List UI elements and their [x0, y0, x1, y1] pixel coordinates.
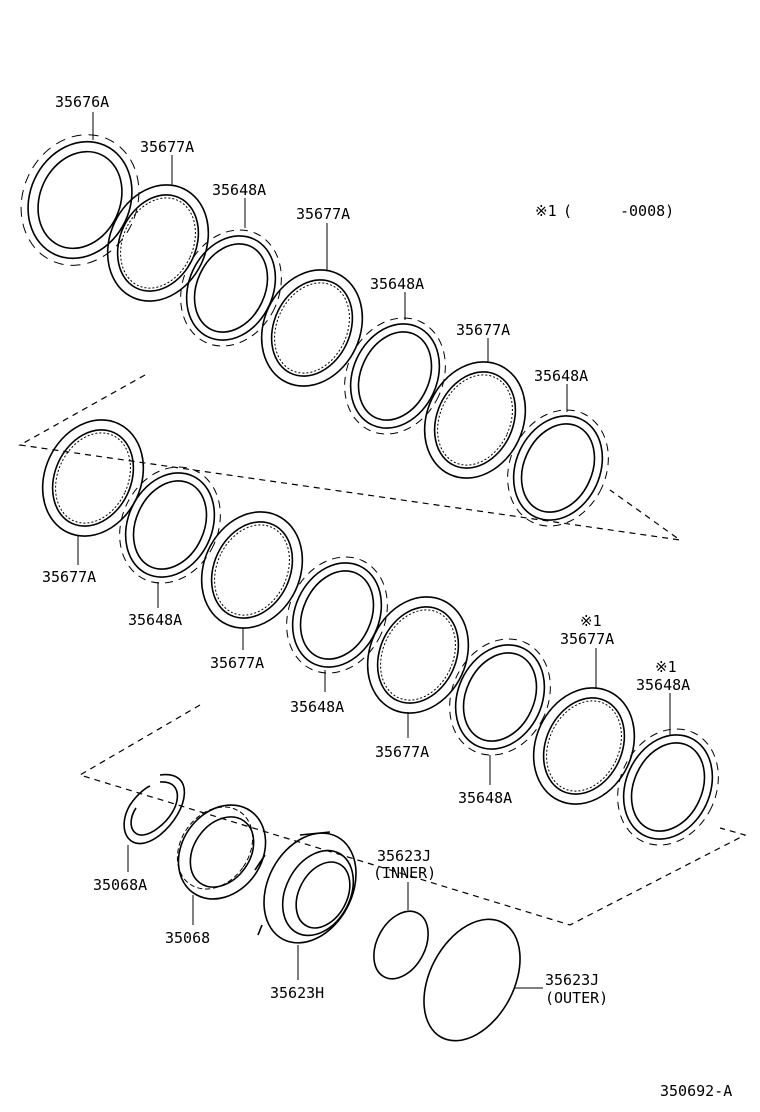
label-35068: 35068	[165, 929, 210, 947]
part-35068-bearing[interactable]	[161, 788, 284, 916]
label-35648A-6: 35648A	[458, 789, 512, 807]
part-35677A-disc-2[interactable]	[243, 253, 381, 402]
label-35623H: 35623H	[270, 984, 324, 1002]
part-35677A-disc-4[interactable]	[24, 403, 162, 552]
label-35677A-5: 35677A	[210, 654, 264, 672]
label-35648A-7: 35648A	[636, 676, 690, 694]
part-35648A-plate-6[interactable]	[431, 622, 569, 771]
part-35648A-plate-4[interactable]	[101, 450, 239, 599]
part-35623H-piston[interactable]	[246, 817, 375, 959]
label-35623J-inner: 35623J	[377, 847, 431, 865]
part-35648A-plate-2[interactable]	[326, 301, 464, 450]
part-35676A-plate[interactable]	[0, 115, 160, 285]
label-35677A-7: 35677A	[560, 630, 614, 648]
part-35068A-snap-ring[interactable]	[123, 773, 186, 845]
part-35648A-plate-7[interactable]	[599, 712, 737, 861]
label-35677A-2: 35677A	[296, 205, 350, 223]
label-35623J-outer-sub: (OUTER)	[545, 989, 608, 1007]
note-mark: ※1	[535, 202, 557, 220]
label-35677A-3: 35677A	[456, 321, 510, 339]
label-35648A-4: 35648A	[128, 611, 182, 629]
label-35648A-2: 35648A	[370, 275, 424, 293]
part-35648A-plate-5[interactable]	[268, 540, 406, 689]
label-35648A-3: 35648A	[534, 367, 588, 385]
note-range: -0008)	[620, 202, 674, 220]
label-note-mark-b: ※1	[655, 658, 677, 676]
label-35068A: 35068A	[93, 876, 147, 894]
assembly-box-upper	[18, 374, 681, 541]
part-35677A-disc-3[interactable]	[406, 345, 544, 494]
label-35677A-1: 35677A	[140, 138, 194, 156]
part-35677A-disc-5[interactable]	[183, 495, 321, 644]
label-35623J-inner-sub: (INNER)	[373, 864, 436, 882]
label-35676A: 35676A	[55, 93, 109, 111]
part-35677A-disc-7[interactable]	[515, 671, 653, 820]
label-35677A-6: 35677A	[375, 743, 429, 761]
label-note-mark-a: ※1	[580, 612, 602, 630]
label-35648A-1: 35648A	[212, 181, 266, 199]
diagram-id: 350692-A	[660, 1082, 732, 1100]
leader-lines	[77, 112, 671, 989]
note-paren: (	[563, 202, 572, 220]
part-35677A-disc-6[interactable]	[349, 580, 487, 729]
label-35677A-4: 35677A	[42, 568, 96, 586]
label-35648A-5: 35648A	[290, 698, 344, 716]
label-35623J-outer: 35623J	[545, 971, 599, 989]
assembly-box-lower	[78, 704, 747, 926]
part-35623J-inner-oring[interactable]	[363, 902, 439, 988]
part-35648A-plate-3[interactable]	[489, 393, 627, 542]
part-35623J-outer-oring[interactable]	[404, 903, 539, 1057]
